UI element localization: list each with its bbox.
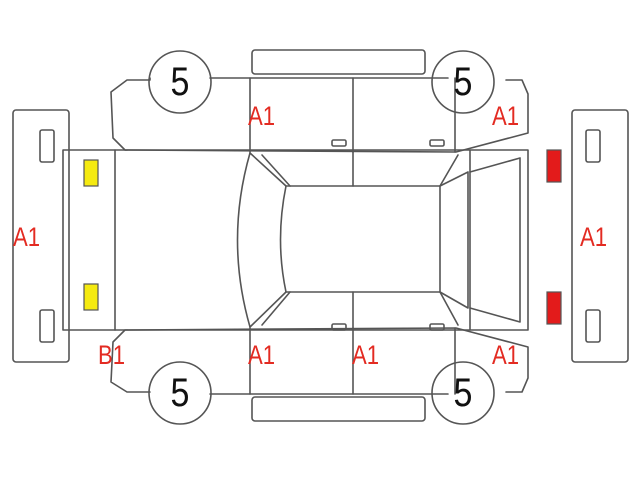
damage-label-front-bumper: A1 [13, 222, 41, 252]
front-right-wheel [148, 361, 212, 425]
wheel-number-rear-right: 5 [453, 371, 473, 415]
top-side-sill [251, 49, 426, 75]
front-lamp-right [83, 283, 99, 311]
damage-label-right-front-door: A1 [248, 340, 276, 370]
damage-label-right-rear-door: A1 [352, 340, 380, 370]
damage-label-rear-bumper: A1 [580, 222, 608, 252]
rear-lamp-left [546, 149, 562, 183]
front-lamp-left [83, 159, 99, 187]
front-left-wheel [148, 50, 212, 114]
rear-lamp-right [546, 291, 562, 325]
damage-label-left-rear-quarter: A1 [492, 101, 520, 131]
rear-left-wheel [431, 50, 495, 114]
wheel-number-front-right: 5 [170, 371, 190, 415]
rear-right-wheel [431, 361, 495, 425]
front-bumper [12, 109, 70, 363]
damage-label-right-front-fender: B1 [98, 340, 126, 370]
bottom-side-sill [251, 396, 426, 422]
wheel-number-front-left: 5 [170, 60, 190, 104]
rear-bumper [571, 109, 629, 363]
top-side-panel [110, 77, 529, 153]
damage-label-right-rear-quarter: A1 [492, 340, 520, 370]
bottom-side-panel [110, 323, 529, 395]
damage-label-left-front-door: A1 [248, 101, 276, 131]
car-body-top-view [62, 149, 529, 331]
wheel-number-rear-left: 5 [453, 60, 473, 104]
